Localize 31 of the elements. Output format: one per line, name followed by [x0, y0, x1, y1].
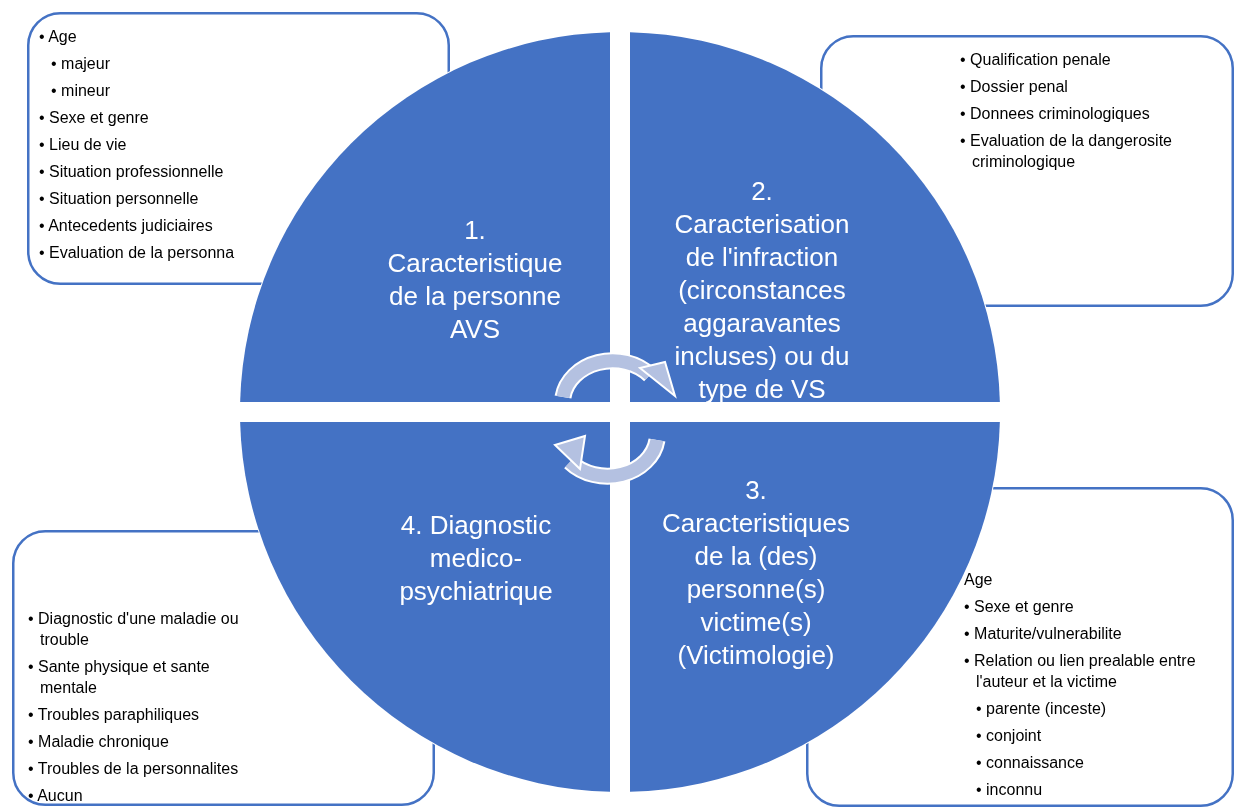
- list-item: • Situation professionnelle: [39, 162, 225, 182]
- list-item: • Sexe et genre: [964, 597, 1075, 617]
- list-item: • Evaluation de la dangerosite criminologique: [960, 131, 1173, 172]
- list-item: • Lieu de vie: [39, 135, 128, 155]
- list-item: • Maladie chronique: [28, 732, 170, 752]
- list-item: • connaissance: [976, 753, 1085, 773]
- quadrant-title: 3. Caracteristiques de la (des) personne(s) victime(s) (Victimologie): [661, 474, 851, 672]
- list-item: • Evaluation de la personna: [39, 243, 236, 263]
- quadrant-title: 1. Caracteristique de la personne AVS: [386, 214, 564, 346]
- list-item: • Donnees criminologiques: [960, 104, 1151, 124]
- list-item: • Antecedents judiciaires: [39, 216, 214, 236]
- list-item: • Diagnostic d'une maladie ou trouble: [28, 609, 240, 650]
- list-item: • Sante physique et sante mentale: [28, 657, 211, 698]
- list-item: • Situation personnelle: [39, 189, 200, 209]
- list-item: • Troubles paraphiliques: [28, 705, 201, 725]
- list-item: • Sexe et genre: [39, 108, 150, 128]
- list-item: • Age: [39, 27, 78, 47]
- list-item: • mineur: [51, 81, 111, 101]
- list-item: • parente (inceste): [976, 699, 1108, 719]
- list-item: • Relation ou lien prealable entre l'auteur et la victime: [964, 651, 1197, 692]
- list-item: • inconnu: [976, 780, 1044, 800]
- list-item: • Troubles de la personnalites: [28, 759, 240, 779]
- quadrant-title: 2. Caracterisation de l'infraction (circonstances aggaravantes incluses) ou du type de VS: [673, 174, 851, 406]
- list-item: • Maturite/vulnerabilite: [964, 624, 1123, 644]
- list-item: Age: [964, 570, 994, 590]
- quadrant-title: 4. Diagnostic medico-psychiatrique: [398, 508, 554, 608]
- list-item: • Dossier penal: [960, 77, 1069, 97]
- list-item: • Aucun: [28, 786, 84, 806]
- list-item: • Qualification penale: [960, 50, 1112, 70]
- list-item: • conjoint: [976, 726, 1043, 746]
- list-item: • majeur: [51, 54, 111, 74]
